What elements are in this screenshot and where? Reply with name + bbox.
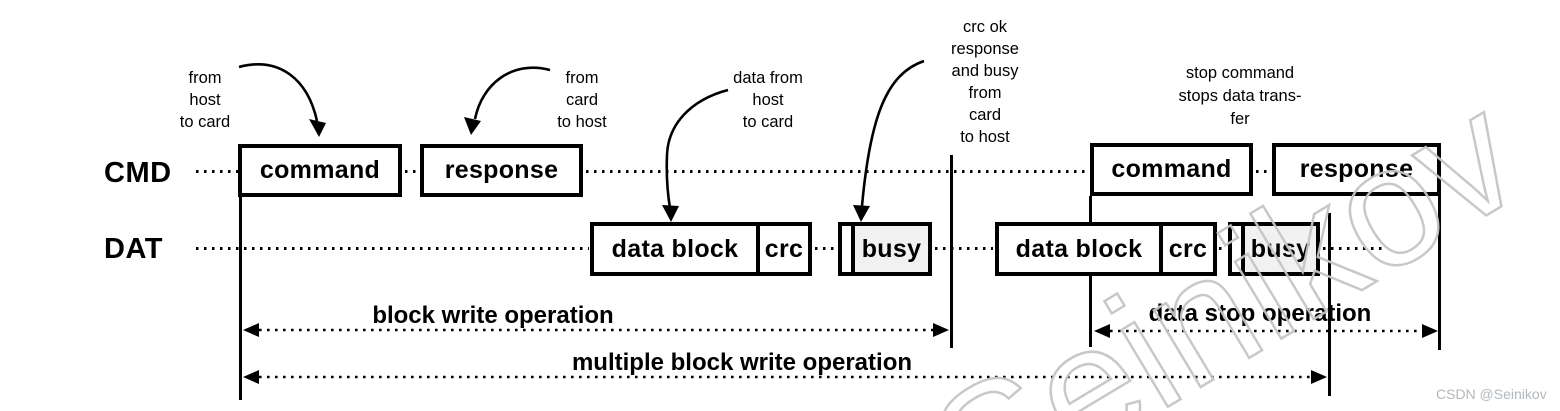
command-box-2-label: command — [1111, 155, 1232, 183]
annotation-stop-command: stop command stops data trans- fer — [1178, 64, 1302, 128]
cmd-dotted-segment — [586, 170, 1089, 173]
down-arrowhead-icon — [464, 117, 481, 135]
cmd-line-label: CMD — [104, 157, 172, 189]
dat-dotted-segment — [196, 247, 589, 250]
dat-dotted-segment — [1219, 247, 1227, 250]
command-box-1-label: command — [259, 156, 381, 184]
crc-cell-1: crc — [756, 226, 808, 272]
curved-arrow-crc-busy — [860, 59, 925, 207]
operation-start-line — [239, 197, 242, 400]
down-arrowhead-icon — [662, 205, 679, 222]
dat-line-label: DAT — [104, 233, 163, 265]
right-arrowhead-icon — [933, 323, 949, 337]
response-box-2-label: response — [1299, 155, 1414, 183]
left-arrowhead-icon — [243, 323, 259, 337]
annotation-crc-ok-busy: crc ok response and busy from card to ho… — [951, 18, 1019, 146]
multiple-write-end-line — [1328, 213, 1331, 396]
left-arrowhead-icon — [243, 370, 259, 384]
right-arrowhead-icon — [1311, 370, 1327, 384]
busy-cell-1: busy — [851, 226, 928, 272]
data-block-1-label: data block — [611, 234, 739, 263]
annotation-card-to-host: from card to host — [557, 69, 607, 131]
curved-arrow-data-host-to-card — [665, 88, 729, 209]
dat-dotted-segment — [1323, 247, 1385, 250]
data-stop-operation-label: data stop operation — [1148, 300, 1372, 327]
annotation-host-to-card: from host to card — [179, 69, 231, 131]
response-box-1: response — [420, 144, 583, 197]
busy-cell-2: busy — [1241, 226, 1316, 272]
data-block-box-2: data block crc — [995, 222, 1217, 276]
down-arrowhead-icon — [853, 205, 870, 222]
crc-cell-2: crc — [1159, 226, 1213, 272]
curved-arrow-card-to-host — [473, 66, 551, 120]
dat-dotted-segment — [935, 247, 993, 250]
right-arrowhead-icon — [1422, 324, 1438, 338]
curved-arrow-host-to-card — [238, 63, 319, 122]
response-box-2: response — [1272, 143, 1441, 196]
block-write-operation-label: block write operation — [372, 302, 614, 329]
command-box-2: command — [1090, 143, 1253, 196]
dat-dotted-segment — [815, 247, 837, 250]
block-write-end-line — [950, 155, 953, 348]
annotation-data-host-to-card: data from host to card — [733, 69, 803, 131]
data-block-2-label: data block — [1015, 234, 1143, 263]
busy-box-1: busy — [838, 222, 932, 276]
cmd-dotted-segment — [1256, 170, 1270, 173]
command-box-1: command — [238, 144, 402, 197]
busy-box-2: busy — [1228, 222, 1320, 276]
multiple-block-write-operation-label: multiple block write operation — [571, 349, 913, 376]
cmd-dotted-segment — [405, 170, 419, 173]
response-box-1-label: response — [444, 156, 559, 184]
down-arrowhead-icon — [309, 119, 326, 137]
data-stop-end-line — [1438, 195, 1441, 350]
cmd-dotted-segment — [196, 170, 238, 173]
watermark-credit: CSDN @Seinikov — [1436, 386, 1547, 402]
left-arrowhead-icon — [1094, 324, 1110, 338]
data-block-box-1: data block crc — [590, 222, 812, 276]
